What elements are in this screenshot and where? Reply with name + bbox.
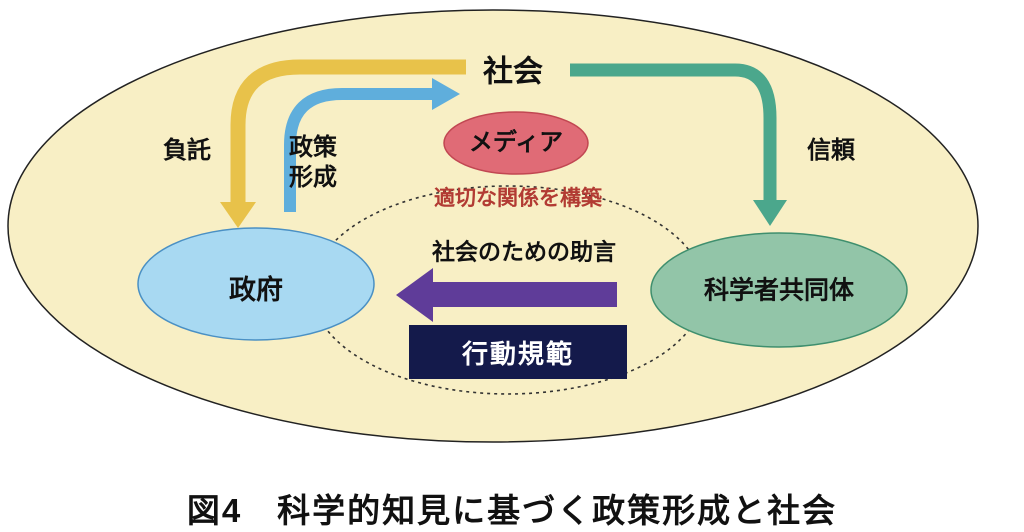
scientists-label: 科学者共同体 — [703, 276, 855, 305]
relation-note-label: 適切な関係を構築 — [434, 186, 602, 210]
code-of-conduct-label: 行動規範 — [461, 338, 574, 369]
mandate-arrow — [230, 59, 466, 204]
policy-arrow-label: 政策 形成 — [289, 134, 337, 191]
code-of-conduct-box: 行動規範 — [409, 325, 627, 379]
figure-caption: 図4 科学的知見に基づく政策形成と社会 — [186, 492, 838, 529]
trust-arrowhead — [753, 200, 787, 226]
mandate-arrow-label: 負託 — [163, 137, 211, 164]
advice-arrow — [396, 268, 617, 322]
media-ellipse — [443, 111, 589, 175]
mandate-arrowhead — [220, 202, 256, 228]
government-ellipse — [137, 227, 375, 341]
policy-arrow — [284, 88, 434, 212]
government-label: 政府 — [229, 275, 283, 306]
scientists-ellipse — [650, 232, 908, 348]
advice-arrow-label: 社会のための助言 — [432, 238, 616, 265]
trust-arrow-label: 信頼 — [807, 137, 855, 164]
trust-arrow — [570, 63, 777, 202]
society-label: 社会 — [483, 55, 543, 89]
policy-arrowhead — [432, 78, 460, 110]
media-label: メディア — [468, 129, 564, 156]
